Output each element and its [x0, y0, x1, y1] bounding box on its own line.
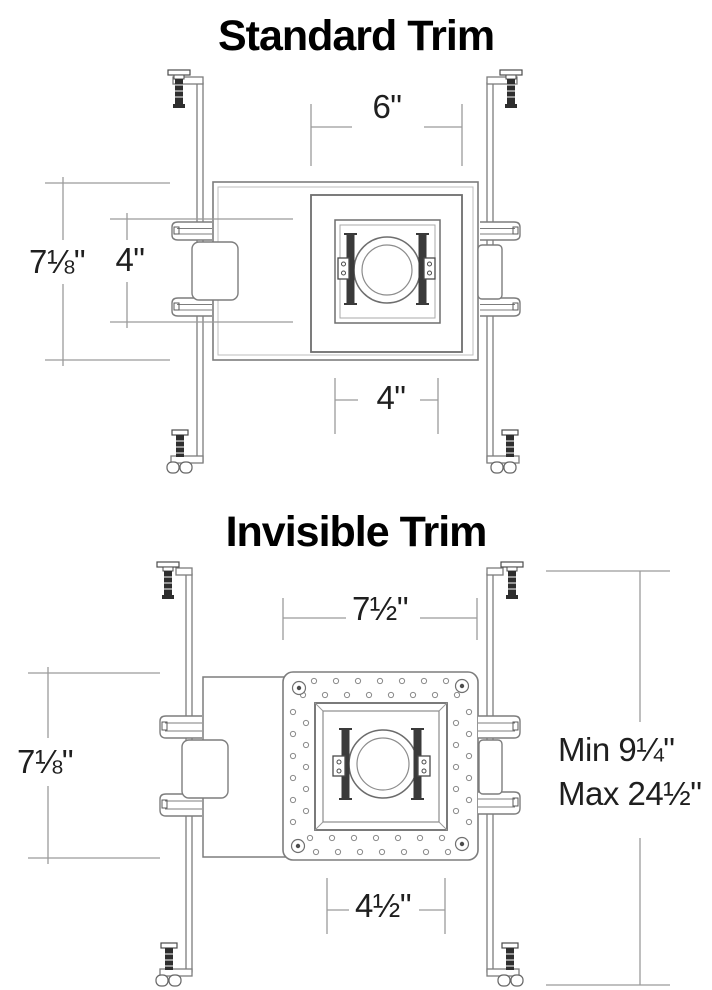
foot-screw-icon — [486, 429, 520, 474]
standard-aperture-height-dim: 4" — [115, 241, 145, 278]
standard-trim-title: Standard Trim — [217, 12, 495, 60]
nail-icon — [156, 561, 180, 599]
nail-icon — [500, 561, 524, 599]
invisible-trim-diagram — [28, 561, 670, 987]
invisible-clamps-right — [478, 715, 521, 815]
standard-clamps-left — [171, 221, 212, 317]
invisible-trim-title: Invisible Trim — [225, 508, 488, 556]
standard-housing-height-dim: 7⅛" — [28, 243, 86, 280]
standard-aperture-width-dim: 4" — [376, 379, 406, 416]
invisible-dimension-lines — [28, 570, 670, 986]
lamp-brackets — [332, 728, 431, 800]
invisible-plate-width-dim: 7½" — [351, 590, 409, 627]
standard-trim-diagram — [45, 69, 523, 474]
nail-icon — [499, 69, 523, 108]
height-max-label: Max 24½" — [558, 775, 702, 812]
foot-screw-icon — [166, 429, 204, 474]
invisible-aperture — [314, 702, 448, 831]
nail-icon — [167, 69, 191, 108]
standard-clamps-right — [480, 221, 521, 317]
perforation-holes — [289, 677, 473, 856]
invisible-clamps-left — [159, 715, 202, 817]
lamp-brackets — [337, 233, 436, 305]
plate-corner-screw-holes — [290, 678, 470, 854]
foot-screw-icon — [155, 942, 193, 987]
standard-junction-boxes — [191, 241, 503, 301]
standard-trim-width-dim: 6" — [372, 88, 402, 125]
foot-screw-icon — [486, 942, 524, 987]
invisible-junction-boxes — [181, 739, 503, 799]
invisible-aperture-width-dim: 4½" — [354, 887, 412, 924]
standard-trim-plate — [310, 194, 463, 353]
invisible-height-range-dim: Min 9¼" Max 24½" — [558, 728, 702, 816]
standard-dimension-lines — [45, 104, 463, 434]
height-min-label: Min 9¼" — [558, 731, 675, 768]
invisible-housing-height-dim: 7⅛" — [16, 743, 74, 780]
